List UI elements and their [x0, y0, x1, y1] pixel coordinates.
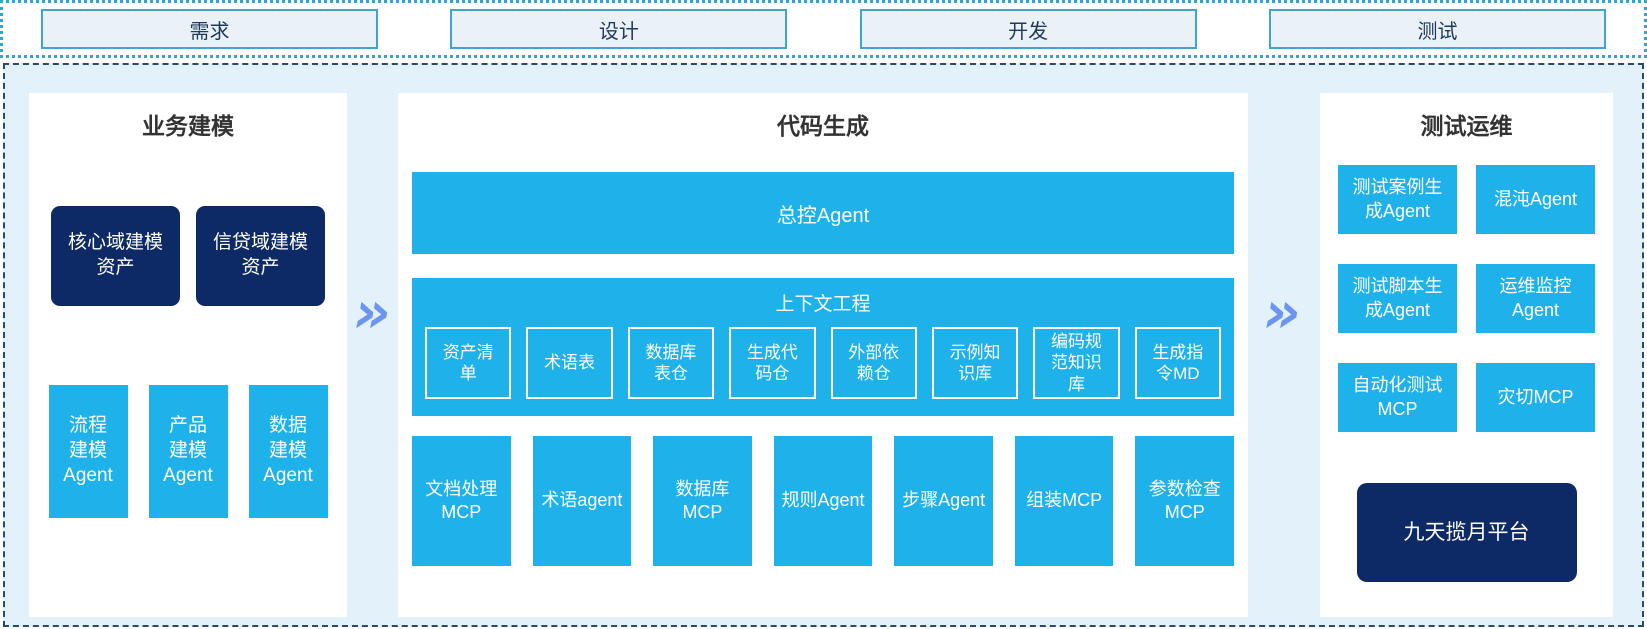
box-jiutian-lanyue-platform: 九天揽月平台	[1356, 483, 1577, 582]
box-chaos-agent: 混沌Agent	[1476, 165, 1595, 234]
box-glossary-agent: 术语agent	[532, 436, 632, 566]
phase-box-design: 设计	[450, 9, 788, 49]
code-generation-title: 代码生成	[777, 113, 869, 139]
business-modeling-title: 业务建模	[142, 113, 234, 139]
box-glossary: 术语表	[526, 327, 613, 399]
phase-box-testing: 测试	[1268, 9, 1606, 49]
box-example-knowledge-base: 示例知 识库	[931, 327, 1019, 399]
box-credit-domain-modeling-assets: 信贷域建模 资产	[196, 206, 325, 306]
box-test-case-generation-agent: 测试案例生 成Agent	[1338, 165, 1457, 234]
modeling-agent-row: 流程 建模 Agent 产品 建模 Agent 数据 建模 Agent	[29, 385, 347, 518]
context-engineering-title: 上下文工程	[775, 294, 871, 315]
box-asset-list: 资产清 单	[425, 327, 512, 399]
box-test-script-generation-agent: 测试脚本生 成Agent	[1338, 264, 1457, 333]
box-database-table-repo: 数据库 表仓	[627, 327, 715, 399]
double-chevron-icon: »	[353, 278, 391, 346]
box-disaster-switch-mcp: 灾切MCP	[1476, 363, 1595, 432]
context-engineering-container: 上下文工程 资产清 单 术语表 数据库 表仓 生成代 码仓 外部依 赖仓 示例知…	[412, 278, 1234, 416]
box-doc-processing-mcp: 文档处理 MCP	[412, 436, 511, 566]
box-core-domain-modeling-assets: 核心域建模 资产	[51, 206, 180, 306]
context-engineering-items: 资产清 单 术语表 数据库 表仓 生成代 码仓 外部依 赖仓 示例知 识库 编码…	[425, 327, 1221, 399]
box-database-mcp: 数据库 MCP	[653, 436, 752, 566]
test-ops-title: 测试运维	[1420, 113, 1513, 139]
box-generated-code-repo: 生成代 码仓	[729, 327, 816, 399]
code-generation-section: 代码生成 总控Agent 上下文工程 资产清 单 术语表 数据库 表仓 生成代 …	[398, 93, 1248, 617]
test-ops-section: 测试运维 测试案例生 成Agent 混沌Agent 测试脚本生 成Agent 运…	[1320, 93, 1613, 617]
box-ops-monitoring-agent: 运维监控 Agent	[1476, 264, 1595, 333]
box-generation-instruction-md: 生成指 令MD	[1134, 327, 1221, 399]
test-ops-grid: 测试案例生 成Agent 混沌Agent 测试脚本生 成Agent 运维监控 A…	[1320, 165, 1613, 432]
box-step-agent: 步骤Agent	[894, 436, 993, 566]
code-generation-tool-row: 文档处理 MCP 术语agent 数据库 MCP 规则Agent 步骤Agent…	[412, 436, 1235, 566]
box-process-modeling-agent: 流程 建模 Agent	[48, 385, 128, 518]
business-modeling-section: 业务建模 核心域建模 资产 信贷域建模 资产 流程 建模 Agent 产品 建模…	[29, 93, 347, 617]
box-external-dependency-repo: 外部依 赖仓	[830, 327, 917, 399]
box-automated-test-mcp: 自动化测试 MCP	[1338, 363, 1457, 432]
box-product-modeling-agent: 产品 建模 Agent	[148, 385, 228, 518]
box-coding-standards-knowledge-base: 编码规 范知识 库	[1033, 327, 1120, 399]
box-assembly-mcp: 组装MCP	[1014, 436, 1114, 566]
phase-bar: 需求 设计 开发 测试	[0, 0, 1647, 58]
phase-box-requirements: 需求	[41, 9, 378, 49]
double-chevron-icon: »	[1263, 278, 1301, 346]
lifecycle-panel: 业务建模 核心域建模 资产 信贷域建模 资产 流程 建模 Agent 产品 建模…	[3, 63, 1644, 627]
box-rule-agent: 规则Agent	[773, 436, 873, 566]
box-data-modeling-agent: 数据 建模 Agent	[248, 385, 328, 518]
box-parameter-check-mcp: 参数检查 MCP	[1135, 436, 1235, 566]
modeling-asset-row: 核心域建模 资产 信贷域建模 资产	[29, 206, 347, 306]
bar-master-control-agent: 总控Agent	[412, 172, 1234, 254]
phase-box-development: 开发	[859, 9, 1197, 49]
